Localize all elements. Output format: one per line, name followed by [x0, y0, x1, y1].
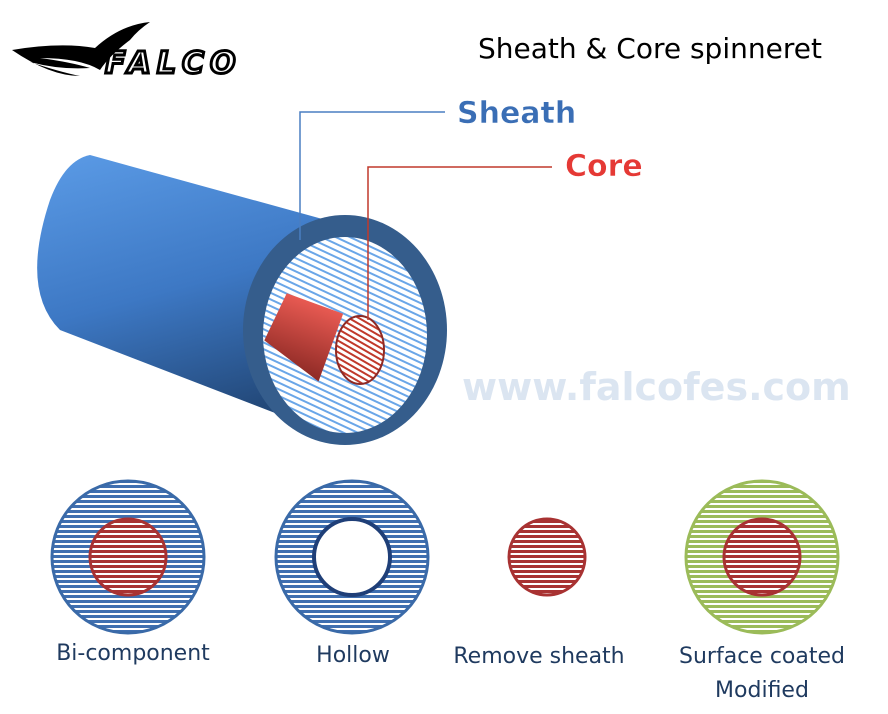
core-label: Core	[565, 149, 643, 184]
variant-label-2: Modified	[715, 678, 809, 703]
variant-surface-coated: Surface coated Modified	[679, 479, 845, 703]
falco-logo: FALCO	[12, 22, 241, 83]
tube-illustration	[37, 155, 447, 445]
variant-bi-component: Bi-component	[50, 479, 210, 666]
sheath-leader-line	[299, 111, 445, 240]
variant-label: Remove sheath	[453, 644, 624, 669]
core-leader-line	[367, 166, 552, 320]
variant-remove-sheath: Remove sheath	[453, 517, 625, 669]
logo-text: FALCO	[105, 46, 241, 81]
sheath-label: Sheath	[457, 96, 576, 131]
watermark: www.falcofes.com	[462, 365, 851, 409]
variant-label: Hollow	[316, 643, 390, 668]
variant-label: Bi-component	[56, 641, 210, 666]
page-title: Sheath & Core spinneret	[478, 32, 822, 65]
variant-label: Surface coated	[679, 644, 845, 669]
variant-hollow: Hollow	[274, 479, 430, 668]
